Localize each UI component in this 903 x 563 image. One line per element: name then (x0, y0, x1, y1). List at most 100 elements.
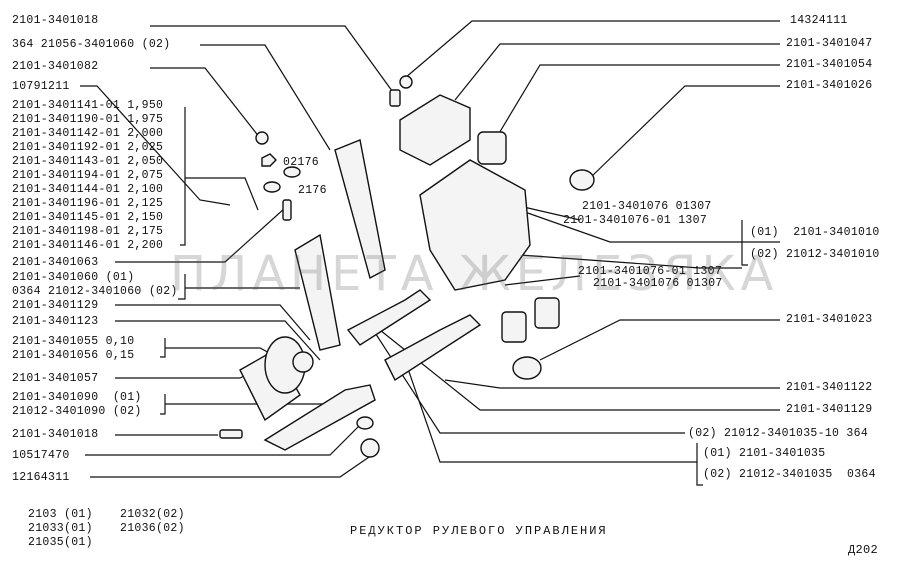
leader-line (115, 304, 311, 341)
part-label: 2101-3401082 (12, 60, 99, 73)
seal-part (512, 356, 542, 380)
part-label: 2101-3401018 (12, 428, 99, 441)
part-label: 10517470 (12, 449, 70, 462)
leader-line (80, 85, 231, 206)
part-label: (01) 2101-3401035 (703, 447, 826, 460)
leader-line (150, 25, 396, 96)
part-label: 12164311 (12, 471, 70, 484)
model-code: 21032(02) (120, 508, 185, 521)
part-label: 2101-3401023 (786, 313, 873, 326)
part-label: (02) 21012-3401035-10 364 (688, 427, 869, 440)
leader-line (90, 454, 373, 478)
bearing-part (292, 351, 314, 373)
nut-part (261, 153, 277, 167)
leader-line (494, 64, 780, 141)
part-label: 02176 (283, 156, 320, 169)
leader-line (539, 319, 780, 361)
part-label: 2101-3401076 01307 (593, 277, 723, 290)
bolt-part (219, 429, 243, 439)
part-label: 2101-3401198-01 2,175 (12, 225, 164, 238)
part-label: 21012-3401090 (02) (12, 405, 142, 418)
bolt-part (282, 199, 292, 221)
bushing-part (534, 297, 560, 329)
part-label: 2101-3401018 (12, 14, 99, 27)
part-label: 2101-3401076-01 1307 (578, 265, 723, 278)
leader-line (160, 394, 166, 415)
leader-line (696, 443, 703, 486)
adjusting-part (294, 233, 341, 351)
part-label: 14324111 (790, 14, 848, 27)
leader-line (444, 379, 780, 389)
model-code: 21033(01) (28, 522, 93, 535)
leader-line (185, 177, 259, 211)
part-label: 2101-3401047 (786, 37, 873, 50)
cover-plate-part (399, 94, 471, 166)
part-label: 2101-3401063 (12, 256, 99, 269)
seal-part (569, 169, 595, 191)
part-label: 2101-3401129 (786, 403, 873, 416)
worm-shaft-part (346, 289, 432, 346)
part-label: 2101-3401076 01307 (582, 200, 712, 213)
part-label: 2101-3401054 (786, 58, 873, 71)
leader-line (504, 204, 780, 243)
part-label: (01) 2101-3401010 (750, 226, 880, 239)
nut-part (360, 438, 380, 458)
part-label: 2101-3401145-01 2,150 (12, 211, 164, 224)
leader-line (404, 20, 780, 79)
leader-line (160, 338, 166, 358)
bolt-part (389, 89, 401, 107)
side-cover-part (239, 349, 301, 422)
housing-part (419, 159, 531, 291)
leader-line (519, 254, 742, 269)
part-label: 2101-3401026 (786, 79, 873, 92)
bushing-part (477, 131, 507, 165)
leader-line (454, 43, 780, 101)
leader-line (115, 207, 286, 263)
part-label: 2101-3401056 0,15 (12, 349, 135, 362)
part-label: 2101-3401146-01 2,200 (12, 239, 164, 252)
washer-part (356, 416, 374, 430)
model-code: 2103 (01) (28, 508, 93, 521)
leader-line (150, 67, 261, 139)
part-label: 0364 21012-3401060 (02) (12, 285, 178, 298)
leader-line (404, 359, 697, 463)
part-label: 10791211 (12, 80, 70, 93)
washer-part (283, 166, 301, 178)
page-code: Д202 (848, 543, 879, 557)
leader-line (589, 85, 780, 179)
part-label: (02) 21012-3401035 0364 (703, 468, 876, 481)
sector-shaft-part (334, 139, 386, 280)
part-label: 2176 (298, 184, 327, 197)
leader-line (741, 220, 748, 266)
part-label: 364 21056-3401060 (02) (12, 38, 171, 51)
bushing-part (501, 311, 527, 343)
model-code: 21036(02) (120, 522, 185, 535)
leader-line (200, 44, 331, 151)
part-label: 2101-3401057 (12, 372, 99, 385)
part-label: 2101-3401055 0,10 (12, 335, 135, 348)
part-label: 2101-3401123 (12, 315, 99, 328)
leader-line (85, 424, 361, 456)
part-label: 2101-3401144-01 2,100 (12, 183, 164, 196)
part-label: 2101-3401141-01 1,950 (12, 99, 164, 112)
leader-line (115, 320, 321, 361)
part-label: 2101-3401192-01 2,025 (12, 141, 164, 154)
part-label: 2101-3401190-01 1,975 (12, 113, 164, 126)
leader-line (504, 275, 581, 286)
pitman-arm-part (263, 384, 376, 451)
part-label: 2101-3401196-01 2,125 (12, 197, 164, 210)
part-label: 2101-3401090 (01) (12, 391, 142, 404)
diagram-title: РЕДУКТОР РУЛЕВОГО УПРАВЛЕНИЯ (350, 524, 608, 538)
part-label: 2101-3401143-01 2,050 (12, 155, 164, 168)
worm-shaft-part (384, 314, 482, 382)
model-code: 21035(01) (28, 536, 93, 549)
part-label: 2101-3401194-01 2,075 (12, 169, 164, 182)
washer-part (399, 75, 413, 89)
part-label: 2101-3401060 (01) (12, 271, 135, 284)
part-label: 2101-3401122 (786, 381, 873, 394)
nut-part (255, 131, 269, 145)
part-label: (02) 21012-3401010 (750, 248, 880, 261)
part-label: 2101-3401076-01 1307 (563, 214, 708, 227)
leader-line (115, 373, 249, 379)
